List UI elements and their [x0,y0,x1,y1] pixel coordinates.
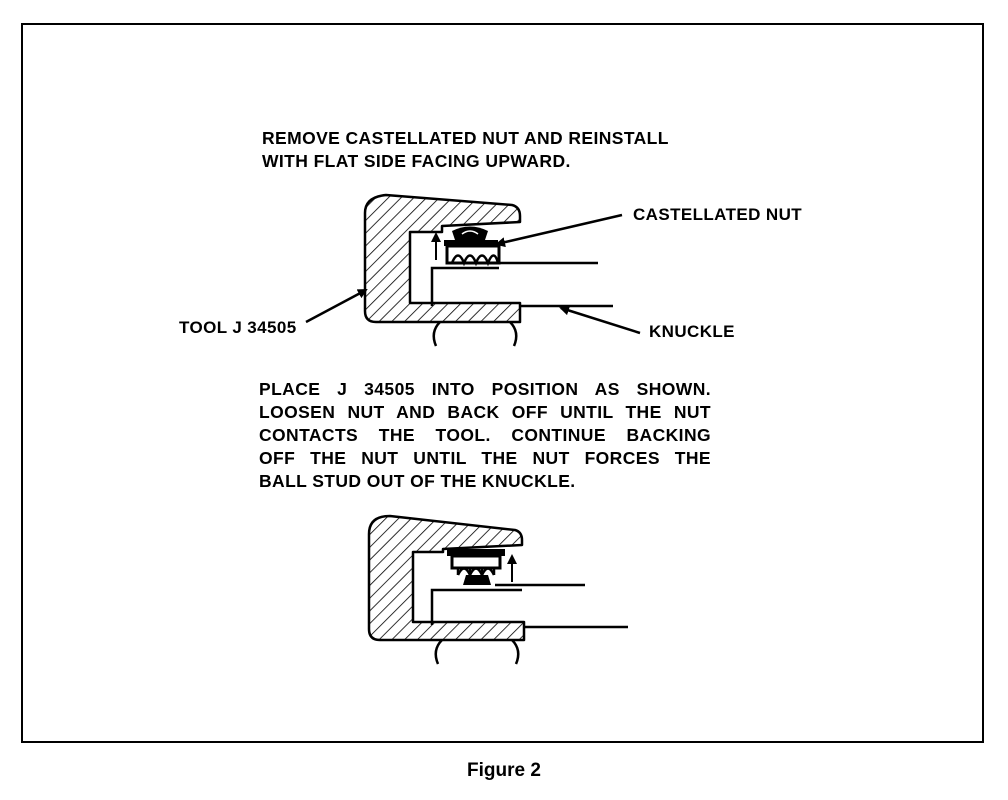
castellated-nut [444,226,501,267]
leader-knuckle [559,305,641,335]
step1-instruction: REMOVE CASTELLATED NUT AND REINSTALL WIT… [262,127,669,173]
step2-instruction: PLACE J 34505 INTO POSITION AS SHOWN. LO… [259,378,711,493]
knuckle [430,261,613,347]
step1-line1: REMOVE CASTELLATED NUT AND REINSTALL [262,128,669,148]
label-knuckle: KNUCKLE [649,322,735,341]
step1-line2: WITH FLAT SIDE FACING UPWARD. [262,151,571,171]
lower-diagram [367,514,628,665]
castellated-nut [447,549,505,585]
step2-line: PLACE J 34505 INTO POSITION AS SHOWN. [259,379,711,399]
leader-tool [305,288,368,324]
upper-diagram [305,193,641,347]
step2-line: OFF THE NUT UNTIL THE NUT FORCES THE [259,448,711,468]
knuckle [430,583,628,665]
step2-line: BALL STUD OUT OF THE KNUCKLE. [259,471,576,491]
label-castellated-nut: CASTELLATED NUT [633,205,803,224]
leader-castellated-nut [495,213,623,248]
label-tool: TOOL J 34505 [179,318,297,337]
tool-body [367,514,526,642]
step2-line: CONTACTS THE TOOL. CONTINUE BACKING [259,425,711,445]
step2-line: LOOSEN NUT AND BACK OFF UNTIL THE NUT [259,402,711,422]
tool-body [363,193,522,324]
figure-caption: Figure 2 [467,760,541,781]
figure-frame [21,23,984,743]
